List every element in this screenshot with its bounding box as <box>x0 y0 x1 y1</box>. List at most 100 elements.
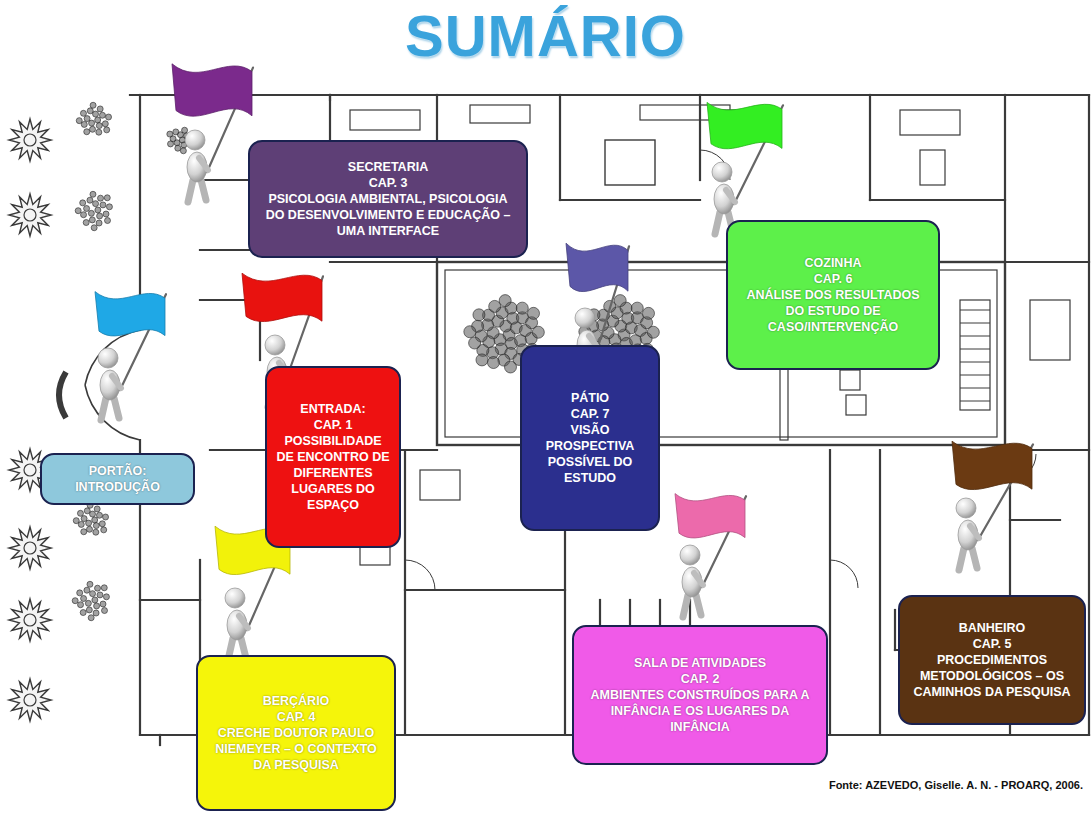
flag-cloth <box>707 102 782 148</box>
bush-symbol <box>647 326 659 338</box>
chapter-number: CAP. 6 <box>737 271 929 287</box>
ladder-rung <box>960 310 990 311</box>
bush-symbol <box>104 127 110 133</box>
bush-symbol <box>102 121 108 127</box>
chapter-box: PÁTIOCAP. 7VISÃO PROSPECTIVA POSSÍVEL DO… <box>520 345 660 531</box>
bush-symbol <box>80 610 86 616</box>
tree-symbol <box>9 119 51 161</box>
plan-fixture <box>900 110 960 135</box>
tree-symbol <box>9 679 51 721</box>
bush-symbol <box>173 129 179 135</box>
bush-symbol <box>80 200 86 206</box>
bush-symbol <box>90 511 96 517</box>
chapter-number: CAP. 5 <box>909 636 1075 652</box>
flag-head <box>712 162 732 182</box>
room-name: BERÇÁRIO <box>207 693 385 709</box>
chapter-title: VISÃO PROSPECTIVA POSSÍVEL DO ESTUDO <box>531 422 649 486</box>
bush-symbol <box>81 516 87 522</box>
bush-symbol <box>167 131 173 137</box>
bush-symbol <box>92 597 98 603</box>
bush-symbol <box>499 295 511 307</box>
flag-figure <box>952 441 1033 570</box>
title-box: SUMÁRIO <box>0 4 1091 68</box>
plan-fixture <box>420 470 460 500</box>
plan-fixture <box>350 110 420 130</box>
ladder-rung <box>960 349 990 350</box>
bush-symbol <box>72 598 78 604</box>
bush-symbol <box>88 615 94 621</box>
bush-symbol <box>87 197 93 203</box>
door-swing <box>830 560 858 588</box>
bush-symbol <box>168 141 174 147</box>
bush-symbol <box>175 145 181 151</box>
flag-cloth <box>566 243 628 291</box>
plan-fixture <box>605 140 655 185</box>
flag-cloth <box>242 273 322 321</box>
chapter-number: CAP. 7 <box>531 406 649 422</box>
gate-arc <box>59 372 66 418</box>
bush-symbol <box>81 212 87 218</box>
flag-torso <box>227 610 247 640</box>
flag-torso <box>682 567 702 597</box>
bush-symbol <box>84 206 90 212</box>
chapter-title: AMBIENTES CONSTRUÍDOS PARA A INFÂNCIA E … <box>583 687 817 735</box>
bush-symbol <box>104 195 110 201</box>
flag-head <box>680 545 700 565</box>
bush-symbol <box>102 608 108 614</box>
plan-wall <box>159 735 161 745</box>
flag-leg <box>683 595 701 617</box>
bush-symbol <box>106 114 112 120</box>
bush-symbol <box>96 123 102 129</box>
flag-head <box>265 335 285 355</box>
room-name: SALA DE ATIVIDADES <box>583 655 817 671</box>
bush-symbol <box>92 517 98 523</box>
flag-torso <box>100 370 120 400</box>
tree-center <box>24 134 36 146</box>
bush-symbol <box>93 523 99 529</box>
plan-wall <box>869 95 871 200</box>
bush-symbol <box>81 121 87 127</box>
plan-wall <box>1005 261 1089 263</box>
bush-symbol <box>84 116 90 122</box>
bush-symbol <box>90 102 96 108</box>
chapter-box: BANHEIROCAP. 5PROCEDIMENTOS METODOLÓGICO… <box>898 595 1086 725</box>
bush-symbol <box>93 529 99 535</box>
plan-wall <box>559 95 561 200</box>
flag-arm <box>726 190 735 202</box>
flag-cloth <box>172 64 252 116</box>
bush-symbol <box>83 220 89 226</box>
bush-symbol <box>469 337 481 349</box>
bush-symbol <box>87 581 93 587</box>
plan-wall <box>699 95 701 180</box>
bush-symbol <box>84 508 90 514</box>
plan-fixture <box>470 105 530 123</box>
tree-center <box>24 209 36 221</box>
bush-symbol <box>614 295 626 307</box>
bush-symbol <box>182 127 188 133</box>
room-name: SECRETARIA <box>259 159 517 175</box>
bush-symbol <box>90 191 96 197</box>
chapter-title: POSSIBILIDADE DE ENCONTRO DE DIFERENTES … <box>276 433 390 513</box>
bush-symbol <box>96 129 102 135</box>
tree-center <box>24 614 36 626</box>
chapter-title: PSICOLOGIA AMBIENTAL, PSICOLOGIA DO DESE… <box>259 191 517 239</box>
tree-symbol <box>9 527 51 569</box>
flag-figure <box>675 494 746 617</box>
plan-wall <box>405 589 565 591</box>
chapter-box: COZINHACAP. 6ANÁLISE DOS RESULTADOS DO E… <box>726 220 940 370</box>
room-name: BANHEIRO <box>909 620 1075 636</box>
bush-symbol <box>85 600 91 606</box>
bush-symbol <box>78 602 84 608</box>
bush-symbol <box>103 211 109 217</box>
flag-figure <box>95 292 166 420</box>
plan-wall <box>130 94 1089 96</box>
chapter-box: ENTRADA:CAP. 1POSSIBILIDADE DE ENCONTRO … <box>265 366 401 548</box>
ladder-rung <box>960 375 990 376</box>
bush-symbol <box>95 117 101 123</box>
bush-symbol <box>103 594 109 600</box>
bush-symbol <box>93 201 99 207</box>
bush-symbol <box>77 510 83 516</box>
bush-symbol <box>103 514 109 520</box>
bush-symbol <box>101 527 107 533</box>
